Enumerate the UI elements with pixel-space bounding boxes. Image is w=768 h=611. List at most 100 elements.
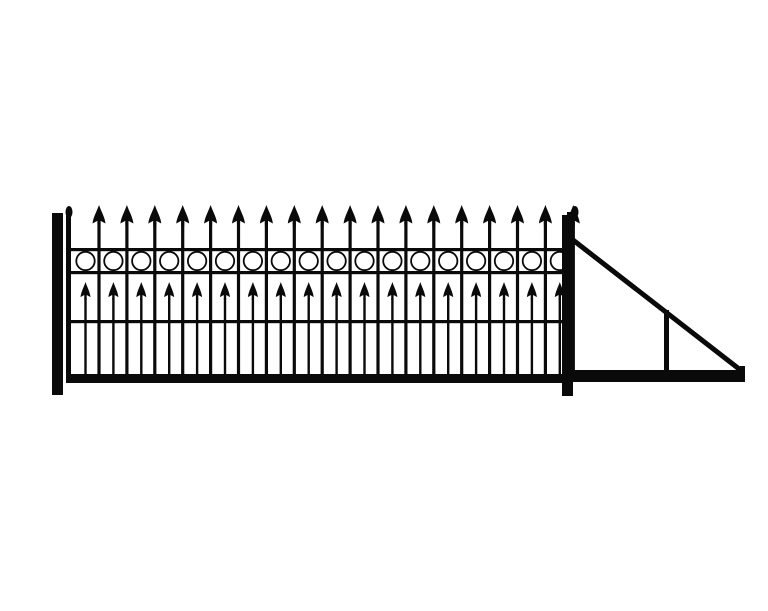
picket-bar	[153, 222, 157, 377]
ring-ornament-icon	[493, 250, 515, 272]
short-picket-bar	[223, 298, 227, 377]
tail-end-block	[740, 366, 745, 382]
ring-bottom-rail	[66, 271, 572, 275]
ring-ornament-icon	[298, 250, 319, 272]
ring-ornament-icon	[75, 250, 96, 272]
small-spear-finial-icon	[331, 282, 342, 300]
ring-ornament-icon	[187, 250, 208, 272]
spear-finial-icon	[371, 205, 385, 227]
small-spear-finial-icon	[80, 282, 91, 300]
rails-layer	[66, 248, 572, 383]
picket-bar	[209, 222, 213, 377]
short-picket-bar	[168, 298, 171, 377]
ring-ornament-icon	[131, 250, 152, 272]
small-spear-finial-icon	[499, 282, 509, 300]
short-picket-bar	[251, 298, 255, 377]
spear-finial-icon	[455, 205, 469, 227]
picket-bar	[264, 222, 268, 377]
spear-finial-icon	[92, 205, 106, 227]
picket-bar	[376, 222, 380, 377]
small-spear-finial-icon	[443, 282, 454, 300]
short-picket-bar	[307, 298, 310, 377]
ring-ornament-icon	[326, 250, 347, 272]
picket-bar	[432, 222, 436, 377]
picket-bar	[181, 222, 185, 377]
upper-rail	[66, 248, 572, 252]
small-spear-finial-icon	[471, 282, 482, 300]
short-picket-bar	[84, 298, 87, 377]
ring-ornament-icon	[465, 250, 487, 272]
short-picket-bar	[140, 298, 143, 377]
tail-diagonal-brace	[571, 238, 745, 374]
left-stile-cap-icon	[65, 206, 73, 218]
spears-layer	[80, 205, 580, 300]
gate-left-stile	[66, 212, 71, 383]
spear-finial-icon	[511, 205, 524, 227]
ring-ornament-icon	[214, 250, 236, 272]
short-picket-bar	[363, 298, 366, 377]
picket-bar	[515, 222, 520, 377]
bottom-rail	[66, 374, 572, 383]
spear-finial-icon	[399, 205, 413, 227]
ring-ornament-icon	[521, 250, 543, 272]
picket-bar	[543, 222, 547, 377]
small-spear-finial-icon	[526, 282, 537, 300]
small-spear-finial-icon	[275, 282, 286, 300]
spear-finial-icon	[204, 205, 218, 227]
short-picket-bar	[530, 298, 534, 377]
ring-ornament-icon	[103, 250, 124, 272]
spear-finial-icon	[148, 205, 162, 227]
pickets-layer	[84, 222, 575, 377]
small-spear-finial-icon	[303, 282, 314, 300]
ring-ornament-icon	[438, 250, 459, 272]
spear-finial-icon	[483, 205, 497, 227]
small-spear-finial-icon	[164, 282, 175, 300]
short-picket-bar	[502, 298, 506, 377]
ring-ornament-icon	[270, 250, 291, 272]
short-picket-bar	[474, 298, 478, 377]
picket-bar	[125, 222, 129, 377]
short-picket-bar	[558, 298, 561, 377]
small-spear-finial-icon	[220, 282, 230, 300]
short-picket-bar	[391, 298, 394, 377]
spear-finial-icon	[287, 205, 301, 227]
small-spear-finial-icon	[247, 282, 258, 300]
ring-ornament-icon	[382, 250, 403, 272]
ring-ornament-icon	[410, 250, 431, 272]
spear-finial-icon	[315, 205, 329, 227]
short-picket-bar	[279, 298, 282, 377]
left-post-icon	[52, 213, 63, 395]
small-spear-finial-icon	[136, 282, 147, 300]
short-picket-bar	[419, 298, 422, 377]
spear-finial-icon	[120, 205, 134, 227]
middle-rail	[66, 320, 572, 324]
small-spear-finial-icon	[359, 282, 370, 300]
spear-finial-icon	[343, 205, 357, 227]
spear-finial-icon	[176, 205, 190, 227]
spear-finial-icon	[427, 205, 441, 227]
tail-vertical-strut	[664, 310, 669, 372]
tail-bottom-beam	[573, 370, 745, 382]
short-picket-bar	[447, 298, 450, 377]
small-spear-finial-icon	[192, 282, 203, 300]
short-picket-bar	[112, 298, 115, 377]
ring-ornament-icon	[354, 250, 375, 272]
spear-finial-icon	[538, 205, 552, 227]
picket-bar	[348, 222, 352, 377]
spear-finial-icon	[259, 205, 273, 227]
picket-bar	[97, 222, 101, 377]
right-post-icon	[562, 215, 573, 396]
picket-bar	[460, 222, 464, 377]
ring-ornament-icon	[242, 250, 263, 272]
picket-bar	[236, 222, 241, 377]
small-spear-finial-icon	[415, 282, 426, 300]
rings-layer	[75, 250, 570, 272]
spear-finial-icon	[566, 205, 580, 227]
small-spear-finial-icon	[387, 282, 398, 300]
small-spear-finial-icon	[108, 282, 119, 300]
small-spear-finial-icon	[554, 282, 565, 300]
short-picket-bar	[195, 298, 199, 377]
picket-bar	[571, 222, 575, 377]
